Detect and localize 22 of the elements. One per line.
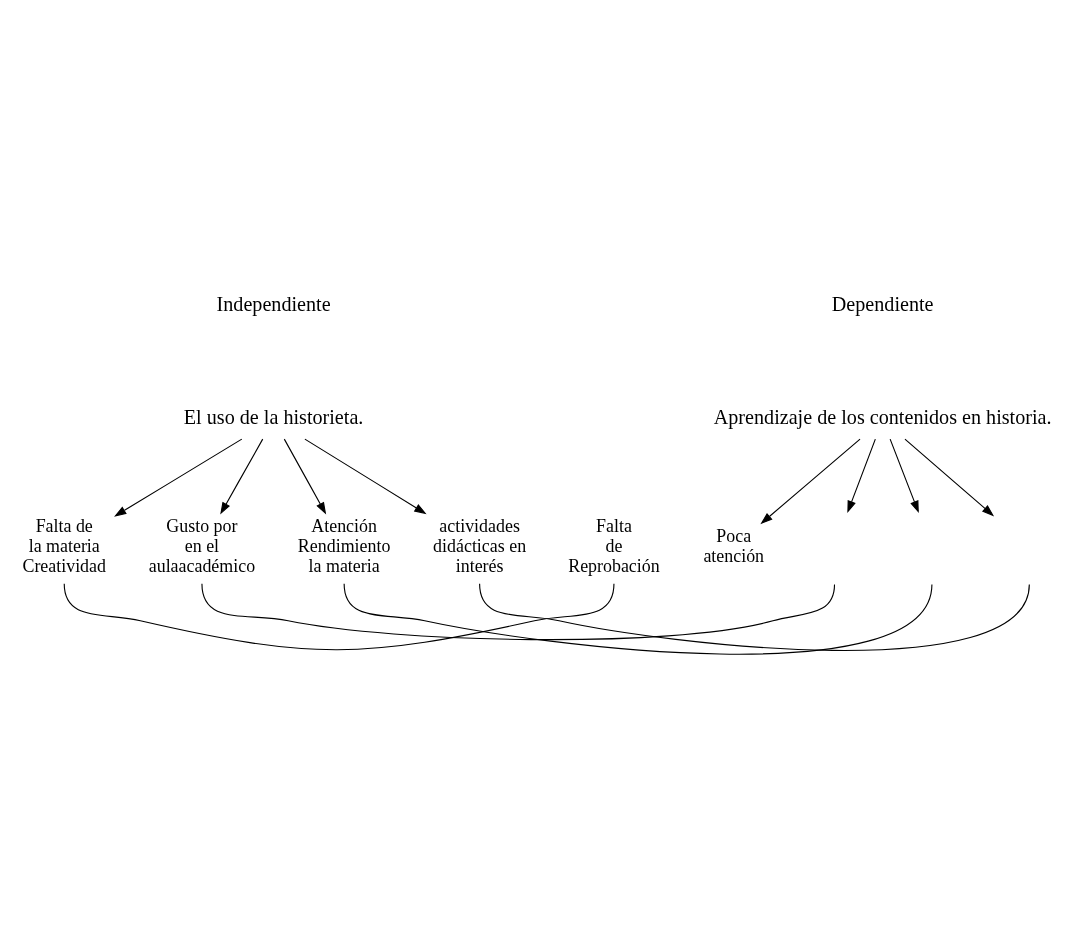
connector <box>343 583 933 655</box>
arrow <box>760 438 861 525</box>
arrow <box>114 438 243 517</box>
arrow <box>283 438 327 515</box>
arrow <box>904 438 995 517</box>
node-text: Falta de la materia Creatividad <box>22 516 106 577</box>
connector <box>479 583 1030 651</box>
node-text: Falta de Reprobación <box>568 516 660 577</box>
arrow <box>847 438 876 514</box>
arrow <box>889 438 919 514</box>
node-text: Atención Rendimiento la materia <box>297 516 391 577</box>
node-text: Poca atención <box>703 526 765 567</box>
node-text: actividades didácticas en interés <box>433 516 527 577</box>
node-text: El uso de la historieta. <box>183 405 364 428</box>
node-text: Gusto por en el aulaacadémico <box>148 516 256 577</box>
connector <box>201 583 836 641</box>
connector <box>63 583 615 651</box>
node-text: Aprendizaje de los contenidos en historia. <box>713 405 1052 428</box>
label: Independiente <box>216 292 331 315</box>
arrow <box>304 438 427 515</box>
label: Dependiente <box>831 292 934 315</box>
arrow <box>220 438 264 515</box>
